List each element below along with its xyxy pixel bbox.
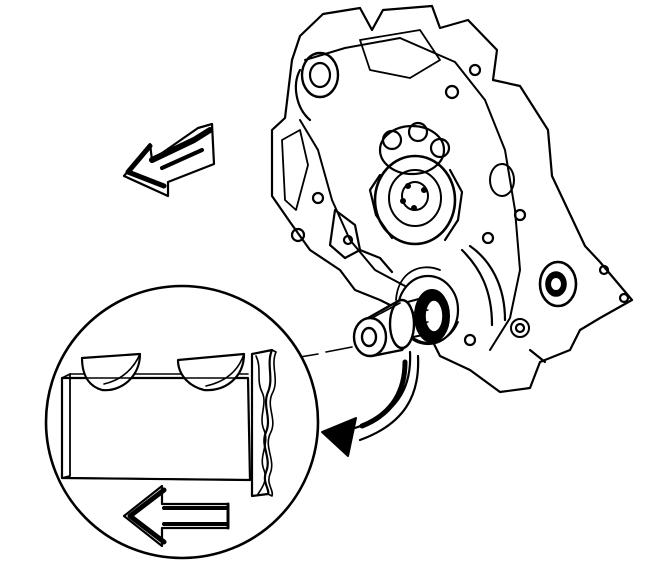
crank-axis-centerline <box>299 346 353 358</box>
removal-direction-arrow <box>122 122 216 198</box>
detail-direction-arrow <box>122 484 230 548</box>
engine-front-cover <box>270 4 634 394</box>
front-seal <box>414 289 450 343</box>
seal-installer-tool <box>352 298 416 358</box>
detail-curved-pointer-arrow <box>321 350 420 457</box>
detail-seal-cross-section <box>60 348 277 498</box>
